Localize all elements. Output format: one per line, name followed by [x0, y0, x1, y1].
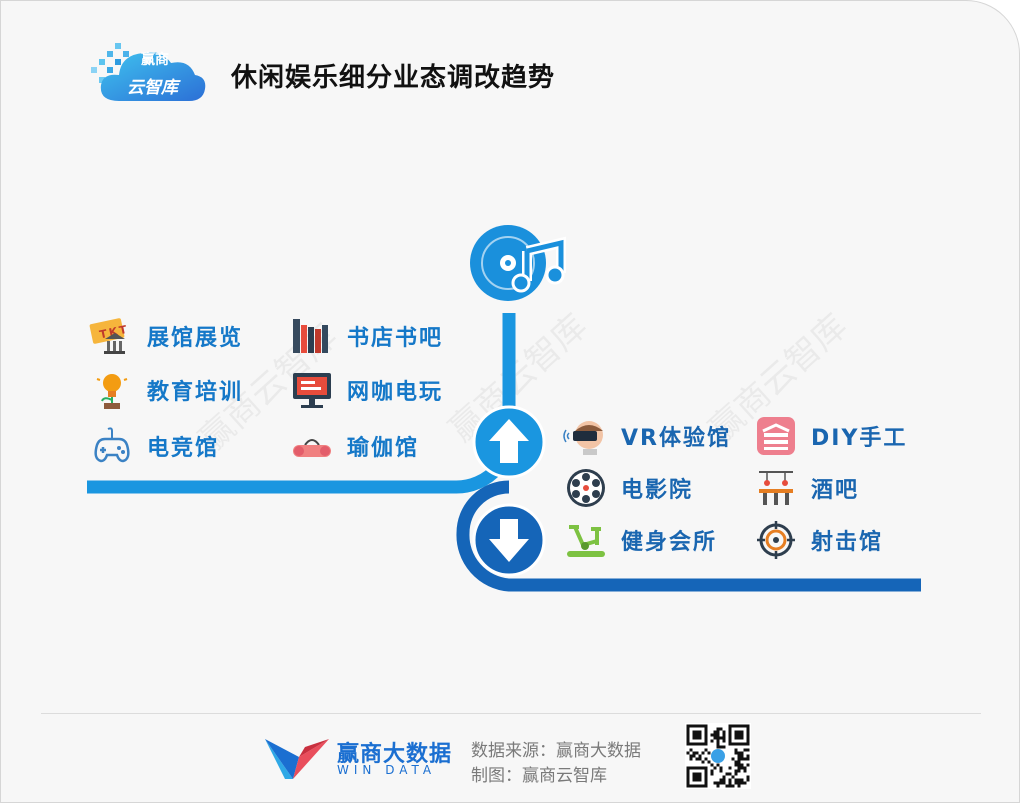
up-item-label: 教育培训 — [147, 380, 244, 405]
ticket-museum-icon: TKT — [89, 318, 130, 354]
books-icon — [293, 319, 328, 353]
up-item-education: 教育培训 — [89, 369, 243, 411]
down-arrow-icon — [472, 503, 546, 577]
down-item-gym: 健身会所 — [563, 519, 717, 561]
down-item-label: 射击馆 — [811, 530, 884, 555]
down-item-shooting: 射击馆 — [753, 519, 883, 561]
made-by: 制图：赢商云智库 — [471, 766, 607, 786]
down-item-bar: 酒吧 — [753, 467, 859, 509]
down-item-diy: DIY手工 — [753, 415, 907, 457]
bar-counter-icon — [759, 471, 793, 505]
up-item-label: 瑜伽馆 — [347, 436, 420, 461]
up-item-label: 展馆展览 — [147, 326, 244, 351]
win-data-logo-icon — [265, 739, 329, 779]
svg-text:TKT: TKT — [98, 323, 130, 342]
up-item-label: 书店书吧 — [347, 326, 444, 351]
yoga-mat-icon — [293, 439, 331, 457]
down-item-label: 酒吧 — [811, 478, 860, 503]
qr-code-icon — [685, 723, 751, 789]
computer-icon — [293, 373, 331, 408]
page-title: 休闲娱乐细分业态调改趋势 — [231, 63, 556, 93]
logo-line1: 赢商 — [141, 52, 169, 68]
data-source: 数据来源：赢商大数据 — [471, 741, 641, 761]
down-item-label: DIY手工 — [811, 426, 908, 451]
up-item-bookstore: 书店书吧 — [289, 315, 443, 357]
lightbulb-icon — [96, 374, 128, 409]
film-reel-icon — [567, 469, 605, 507]
sewing-icon — [757, 417, 795, 455]
down-item-label: 电影院 — [621, 478, 694, 503]
logo-line2: 云智库 — [127, 78, 178, 98]
brand-en: WIN DATA — [337, 763, 437, 777]
up-item-esports: 电竞馆 — [89, 425, 219, 467]
exercise-bike-icon — [567, 525, 605, 557]
brand-name: 赢商大数据 — [337, 742, 453, 767]
cloud-logo-icon — [91, 43, 206, 101]
footer-divider — [41, 713, 981, 714]
gamepad-icon — [94, 427, 130, 463]
down-item-cinema: 电影院 — [563, 467, 693, 509]
up-item-netcafe: 网咖电玩 — [289, 369, 443, 411]
down-item-label: 健身会所 — [621, 530, 718, 555]
up-item-label: 网咖电玩 — [347, 380, 444, 405]
target-icon — [757, 521, 795, 559]
music-disc-icon — [470, 225, 566, 301]
down-item-vr: VR体验馆 — [563, 415, 731, 457]
up-item-label: 电竞馆 — [147, 436, 220, 461]
up-arrow-icon — [472, 405, 546, 479]
down-item-label: VR体验馆 — [621, 426, 731, 451]
up-item-exhibition: TKT 展馆展览 — [89, 315, 243, 357]
down-trend-line — [456, 480, 921, 592]
up-item-yoga: 瑜伽馆 — [289, 425, 419, 467]
vr-headset-icon — [563, 421, 603, 455]
